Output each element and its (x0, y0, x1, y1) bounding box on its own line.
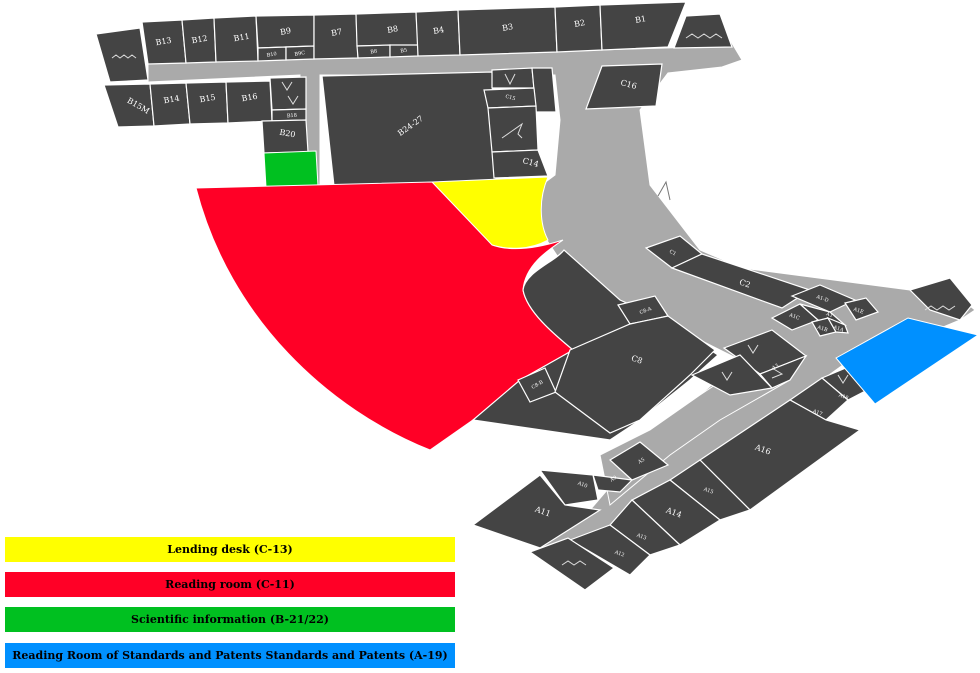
room-label: B18 (287, 113, 298, 120)
room-label: A3 (770, 363, 780, 372)
room-a9[interactable] (592, 474, 634, 493)
room-a-wc-south[interactable] (690, 354, 774, 396)
room-label: B14 (163, 94, 180, 106)
room-label: B3 (501, 22, 513, 33)
stairs-icon (111, 54, 137, 59)
room-label: A17 (811, 408, 823, 417)
room-label: B11 (233, 32, 250, 44)
room-label: A12 (613, 549, 625, 558)
room-label: C8-B (531, 379, 545, 391)
room-label: B9 (279, 26, 291, 37)
room-label: C1 (668, 249, 677, 258)
room-b-stairs-east[interactable] (673, 13, 733, 49)
room-c14[interactable] (491, 149, 549, 179)
room-label: A5 (636, 457, 646, 466)
wc-icon (837, 374, 849, 384)
room-a5[interactable] (608, 441, 670, 481)
room-label: B20 (279, 128, 296, 140)
stair-flight-icon (501, 122, 524, 139)
room-a10[interactable] (538, 469, 599, 506)
room-label: B12 (191, 34, 208, 46)
room-label: B4 (432, 25, 444, 36)
arrow-icon (771, 367, 784, 379)
room-b14[interactable] (149, 82, 191, 127)
room-label: B10 (266, 51, 277, 59)
room-label: C2 (738, 278, 752, 290)
room-c16[interactable] (585, 63, 663, 110)
room-label: A18 (837, 392, 849, 401)
room-label: A1B (815, 324, 828, 334)
room-label: B5 (400, 47, 408, 54)
room-label: A1A (831, 324, 844, 334)
stairs-icon (685, 33, 723, 39)
room-c8[interactable] (554, 315, 716, 434)
legend-label: Lending desk (C-13) (167, 543, 293, 556)
room-label: A9 (608, 475, 618, 484)
room-label: B8 (370, 48, 378, 55)
room-label: B7 (330, 27, 342, 38)
room-a1a[interactable] (826, 316, 849, 334)
room-label: A1C (787, 312, 800, 322)
area-scientific-information[interactable] (263, 150, 319, 188)
room-label: B13 (155, 36, 172, 48)
room-label: A1 (824, 311, 833, 319)
legend-label: Scientific information (B-21/22) (131, 613, 329, 626)
wc-icon (721, 344, 759, 381)
exit-marker-icon (657, 180, 671, 201)
legend-lending-desk[interactable]: Lending desk (C-13) (5, 537, 455, 562)
room-label: B8 (386, 24, 398, 35)
room-c-stairs[interactable] (487, 105, 539, 153)
room-label: B15 (199, 93, 216, 105)
room-label: C14 (522, 156, 540, 169)
room-a-stairs-east[interactable] (908, 277, 973, 321)
room-label: B1 (634, 14, 646, 25)
area-standards-patents[interactable] (835, 317, 980, 405)
room-b-wc[interactable] (269, 76, 307, 111)
room-label: A1E (851, 306, 864, 316)
room-label: A15 (702, 486, 714, 495)
legend-label: Reading Room of Standards and Patents St… (12, 649, 448, 662)
legend-standards-patents[interactable]: Reading Room of Standards and Patents St… (5, 643, 455, 668)
wc-icon (281, 81, 299, 105)
room-label: B16 (241, 92, 258, 104)
room-a1e[interactable] (844, 297, 880, 321)
room-label: B2 (573, 18, 585, 29)
room-a11[interactable] (471, 474, 602, 549)
room-label: A13 (635, 532, 647, 541)
room-b-stairs[interactable] (95, 27, 149, 83)
room-label: C15 (505, 94, 516, 102)
legend-reading-room[interactable]: Reading room (C-11) (5, 572, 455, 597)
stairs-icon (561, 560, 587, 566)
room-label: C8-A (639, 306, 653, 316)
room-label: B9C (294, 50, 306, 58)
room-b2[interactable] (554, 4, 603, 53)
legend-label: Reading room (C-11) (165, 578, 295, 591)
wc-icon (504, 73, 516, 86)
room-label: A1-D (815, 294, 830, 304)
room-a12[interactable] (568, 524, 651, 576)
room-label: C8 (630, 354, 644, 366)
room-label: A10 (576, 480, 588, 489)
legend-scientific-information[interactable]: Scientific information (B-21/22) (5, 607, 455, 632)
stairs-icon (924, 305, 956, 311)
room-a1-d[interactable] (790, 284, 857, 313)
room-label: C16 (620, 78, 638, 91)
room-b1[interactable] (599, 1, 687, 51)
